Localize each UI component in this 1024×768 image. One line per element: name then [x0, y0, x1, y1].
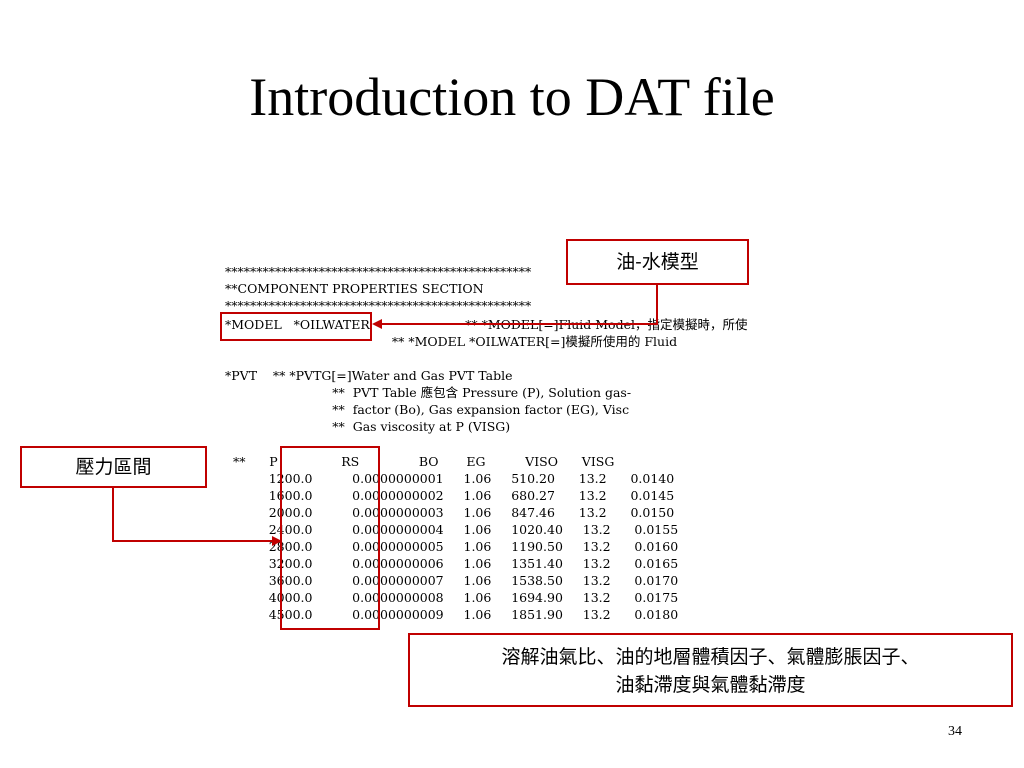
code-line-separator: ****************************************…: [225, 298, 532, 313]
pvt-table-row: 4000.0 0.0000000008 1.06 1694.90 13.2 0.…: [225, 590, 679, 605]
code-line-pvt-comment: ** Gas viscosity at P (VISG): [225, 419, 511, 434]
oil-water-model-callout: 油-水模型: [566, 239, 749, 285]
model-highlight-box: [220, 312, 372, 341]
code-line-pvt-comment: ** factor (Bo), Gas expansion factor (EG…: [225, 402, 630, 417]
code-line-separator: ****************************************…: [225, 264, 532, 279]
slide-title: Introduction to DAT file: [249, 67, 775, 127]
pvt-description-line: 溶解油氣比、油的地層體積因子、氣體膨脹因子、: [501, 646, 920, 668]
page-number: 34: [948, 724, 962, 739]
code-line-model: *MODEL *OILWATER ** *MODEL[=]Fluid Model…: [225, 317, 748, 332]
pvt-description-line: 油黏滯度與氣體黏滯度: [615, 674, 806, 696]
pvt-table-row: 2800.0 0.0000000005 1.06 1190.50 13.2 0.…: [225, 539, 679, 554]
code-line-section-title: **COMPONENT PROPERTIES SECTION: [225, 281, 484, 296]
pvt-table-header: ** P RS BO EG VISO VISG: [225, 454, 615, 469]
pvt-table-row: 2400.0 0.0000000004 1.06 1020.40 13.2 0.…: [225, 522, 679, 537]
code-line-pvt-comment: ** PVT Table 應包含 Pressure (P), Solution …: [225, 385, 632, 400]
pvt-table-row: 1200.0 0.0000000001 1.06 510.20 13.2 0.0…: [225, 471, 675, 486]
pressure-connector-arrow: [112, 488, 282, 546]
pvt-table-row: 2000.0 0.0000000003 1.06 847.46 13.2 0.0…: [225, 505, 675, 520]
pressure-range-callout: 壓力區間: [20, 446, 207, 488]
code-line-pvt: *PVT ** *PVTG[=]Water and Gas PVT Table: [225, 368, 513, 383]
code-line-model-comment: ** *MODEL *OILWATER[=]模擬所使用的 Fluid: [225, 334, 678, 349]
pvt-table-row: 3200.0 0.0000000006 1.06 1351.40 13.2 0.…: [225, 556, 679, 571]
model-connector-arrow: [372, 285, 658, 329]
pvt-table-row: 1600.0 0.0000000002 1.06 680.27 13.2 0.0…: [225, 488, 675, 503]
pvt-table-row: 3600.0 0.0000000007 1.06 1538.50 13.2 0.…: [225, 573, 679, 588]
pvt-table-row: 4500.0 0.0000000009 1.06 1851.90 13.2 0.…: [225, 607, 679, 622]
pvt-description-callout: 溶解油氣比、油的地層體積因子、氣體膨脹因子、 油黏滯度與氣體黏滯度: [408, 633, 1013, 707]
